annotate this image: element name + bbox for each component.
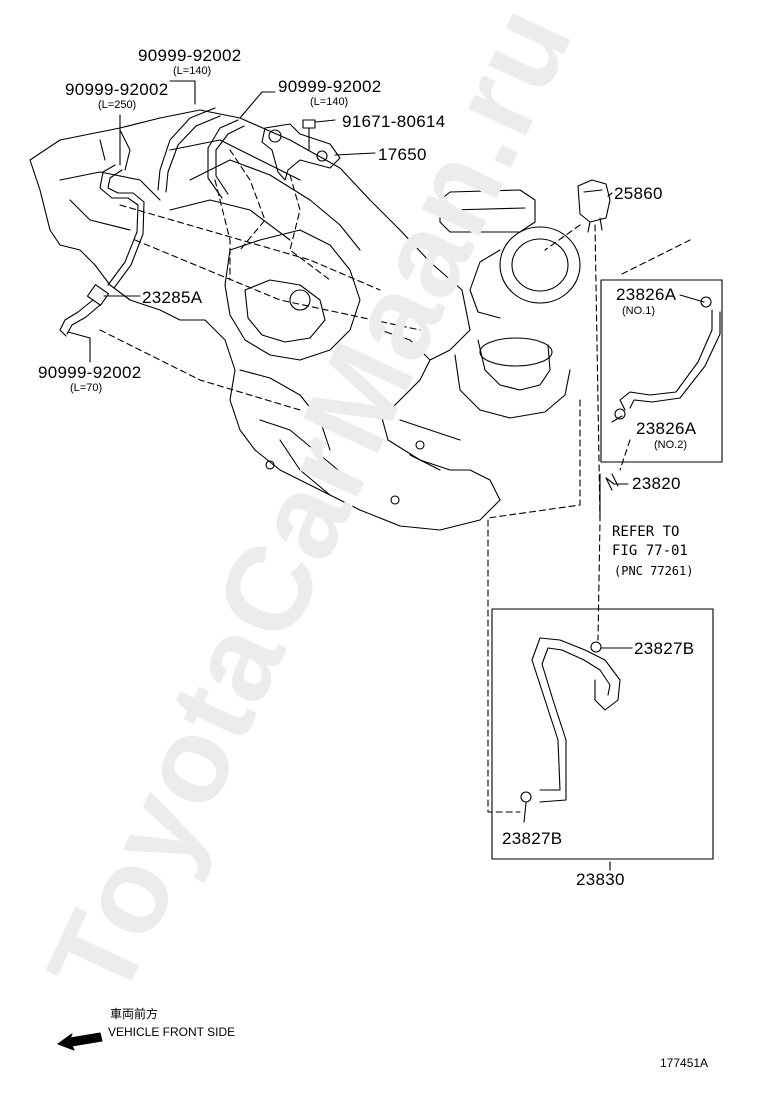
direction-label-en: VEHICLE FRONT SIDE [108, 1025, 236, 1039]
engine-detail [169, 159, 361, 251]
engine-detail [59, 139, 301, 231]
hose-l70 [66, 304, 101, 335]
clamp-no2-icon [614, 408, 626, 420]
part-label-hose-l70: 90999-92002 [38, 363, 142, 382]
part-label-clamp-no2: 23826A [636, 419, 697, 438]
part-label-hose-l140-b: 90999-92002 [278, 77, 382, 96]
refer-note-line3: (PNC 77261) [614, 564, 694, 578]
part-label-hose-l250: 90999-92002 [65, 80, 169, 99]
clip-top-icon [590, 641, 602, 653]
part-length-hose-l250: (L=250) [98, 99, 137, 111]
bracket [261, 123, 341, 181]
hose-23820 [619, 309, 713, 411]
engine-bolt [415, 440, 425, 450]
refer-note-line1: REFER TO [612, 524, 680, 540]
arrow-left-icon [57, 1032, 103, 1051]
throttle-body [499, 226, 581, 304]
refer-note-line2: FIG 77-01 [612, 543, 688, 559]
bolt-icon [302, 119, 316, 151]
pipe-assy-box [491, 608, 714, 860]
part-label-vsv: 25860 [614, 184, 663, 203]
intake-pipe [479, 337, 553, 367]
figure-id: 177451A [660, 1056, 709, 1070]
hose-l250 [99, 164, 139, 286]
throttle-body [454, 354, 571, 419]
air-intake [439, 189, 536, 233]
clip-bottom-icon [520, 791, 532, 803]
engine-bolt [289, 289, 311, 311]
part-note-clamp-no2: (NO.2) [654, 439, 687, 451]
part-label-clamp-no1: 23826A [616, 285, 677, 304]
throttle-body [511, 238, 569, 292]
direction-label-jp: 車両前方 [110, 1007, 159, 1021]
part-label-clip-bottom: 23827B [502, 829, 563, 848]
vacuum-filter [86, 284, 110, 306]
engine-bolt [390, 495, 400, 505]
engine-bolt [265, 460, 275, 470]
part-label-clip-top: 23827B [634, 639, 695, 658]
part-label-bolt: 91671-80614 [342, 112, 446, 131]
bracket-hole [316, 150, 328, 162]
part-label-hose-sub1: 23820 [632, 474, 681, 493]
vsv-valve [583, 189, 603, 233]
part-length-hose-l140-a: (L=140) [173, 65, 212, 77]
hose-l140-b [207, 119, 239, 199]
part-length-hose-l140-b: (L=140) [310, 96, 349, 108]
engine-detail [379, 329, 461, 471]
air-intake [449, 207, 526, 211]
engine-detail [224, 229, 361, 361]
leader-lines [67, 80, 705, 871]
hose-l250 [107, 169, 145, 289]
engine-detail [244, 279, 326, 343]
clamp-no1-icon [700, 296, 712, 308]
hose-l140-b [215, 125, 245, 195]
engine-detail [239, 369, 351, 496]
hose-23820 [629, 311, 721, 409]
part-length-hose-l70: (L=70) [70, 382, 103, 394]
bracket-hole [268, 129, 282, 143]
hose-l140-a [165, 115, 221, 193]
part-label-filter: 23285A [142, 288, 203, 307]
part-label-hose-l140-a: 90999-92002 [138, 46, 242, 65]
hose-l140-a [157, 107, 216, 191]
pipe-23830 [539, 647, 611, 803]
reference-lines [99, 149, 691, 813]
part-note-clamp-no1: (NO.1) [622, 305, 655, 317]
throttle-body [469, 249, 551, 391]
part-label-pipe-assy: 23830 [576, 870, 625, 889]
vsv-valve [577, 179, 611, 223]
hose-sub-assy-box [600, 279, 723, 463]
hose-l70 [59, 299, 94, 337]
engine-block [29, 109, 501, 531]
pipe-23830 [531, 637, 621, 791]
engine-detail [99, 129, 131, 171]
part-label-bracket: 17650 [378, 145, 427, 164]
